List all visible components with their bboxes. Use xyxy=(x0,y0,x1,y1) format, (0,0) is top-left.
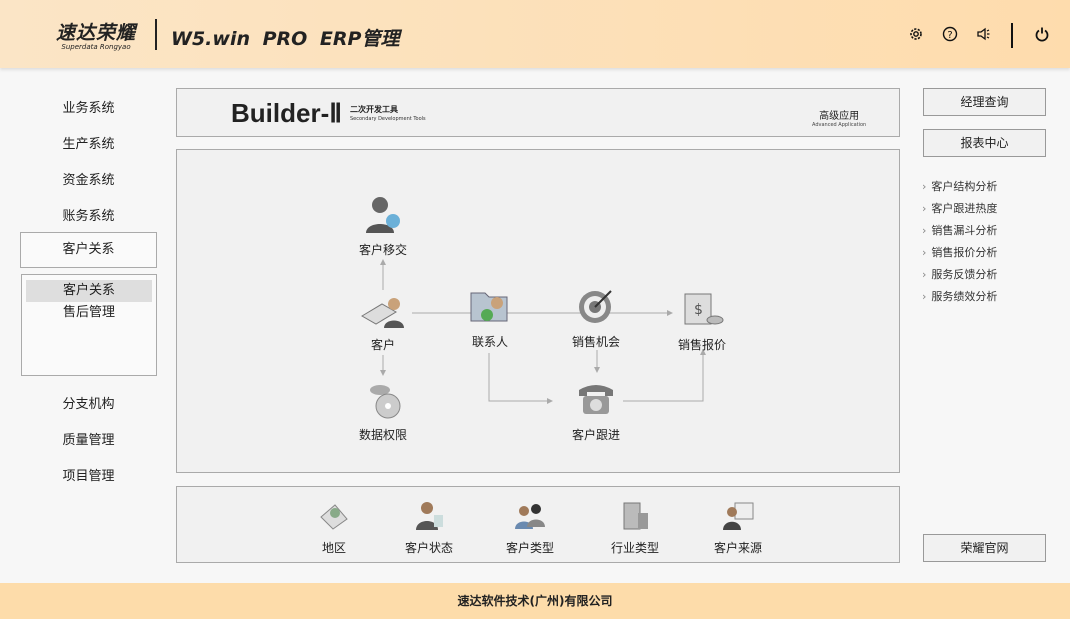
gear-icon[interactable] xyxy=(907,25,925,43)
item-region[interactable]: 地区 xyxy=(294,499,374,556)
link-sales-funnel[interactable]: › 销售漏斗分析 xyxy=(922,222,997,238)
power-icon[interactable] xyxy=(1033,25,1051,43)
chevron-right-icon: › xyxy=(922,290,927,303)
official-site-button[interactable]: 荣耀官网 xyxy=(923,534,1046,562)
node-contact[interactable]: 联系人 xyxy=(445,285,535,350)
link-label: 服务绩效分析 xyxy=(931,290,998,303)
person-icon xyxy=(416,502,443,530)
divider xyxy=(1011,23,1013,48)
logo-en: Superdata Rongyao xyxy=(61,43,131,51)
item-label: 客户类型 xyxy=(505,541,554,555)
speaker-icon[interactable] xyxy=(975,25,993,43)
nav-crm[interactable]: 客户关系 xyxy=(20,232,157,268)
data-disc-icon xyxy=(370,385,401,419)
banner-subtitle-cn: 二次开发工具 xyxy=(350,105,398,114)
svg-text:$: $ xyxy=(694,302,703,318)
link-label: 销售报价分析 xyxy=(931,246,998,259)
chevron-right-icon: › xyxy=(922,180,927,193)
help-icon[interactable]: ? xyxy=(941,25,959,43)
node-opportunity[interactable]: 销售机会 xyxy=(551,285,641,350)
advanced-cn: 高级应用 xyxy=(819,111,860,122)
svg-text:?: ? xyxy=(947,30,952,41)
chevron-right-icon: › xyxy=(922,202,927,215)
banner-title: Builder-Ⅱ xyxy=(231,98,343,128)
building-icon xyxy=(623,502,648,530)
contact-folder-icon xyxy=(470,292,508,322)
person-transfer-icon xyxy=(366,197,400,233)
node-data-permission[interactable]: 数据权限 xyxy=(338,378,428,443)
link-service-performance[interactable]: › 服务绩效分析 xyxy=(922,288,997,304)
link-label: 销售漏斗分析 xyxy=(931,224,998,237)
people-icon xyxy=(515,504,545,529)
node-customer-transfer[interactable]: 客户移交 xyxy=(338,193,428,258)
nav-branch[interactable]: 分支机构 xyxy=(62,397,115,412)
item-label: 客户来源 xyxy=(713,541,762,555)
item-industry-type[interactable]: 行业类型 xyxy=(595,499,675,556)
customer-icon xyxy=(361,298,404,328)
link-sales-quote[interactable]: › 销售报价分析 xyxy=(922,244,997,260)
node-quote[interactable]: $ 销售报价 xyxy=(657,288,747,353)
link-label: 客户结构分析 xyxy=(931,180,998,193)
node-label: 客户移交 xyxy=(358,243,407,257)
builder-banner[interactable]: Builder-Ⅱ 二次开发工具 Secondary Development T… xyxy=(176,88,900,137)
link-label: 服务反馈分析 xyxy=(931,268,998,281)
manager-query-button[interactable]: 经理查询 xyxy=(923,88,1046,116)
report-center-button[interactable]: 报表中心 xyxy=(923,129,1046,157)
telephone-icon xyxy=(579,385,613,414)
node-label: 客户跟进 xyxy=(571,428,620,442)
nav-project[interactable]: 项目管理 xyxy=(62,469,115,484)
link-service-feedback[interactable]: › 服务反馈分析 xyxy=(922,266,997,282)
target-icon xyxy=(579,290,612,323)
presenter-icon xyxy=(723,502,754,530)
app-title: W5.win PRO ERP管理 xyxy=(171,28,400,50)
node-label: 客户 xyxy=(370,338,395,352)
money-icon: $ xyxy=(684,293,724,325)
flow-connectors xyxy=(380,259,706,404)
node-label: 联系人 xyxy=(471,335,508,349)
item-label: 地区 xyxy=(321,541,346,555)
node-followup[interactable]: 客户跟进 xyxy=(551,378,641,443)
nav-accounting[interactable]: 账务系统 xyxy=(62,209,115,224)
node-customer[interactable]: 客户 xyxy=(338,288,428,353)
link-followup-heat[interactable]: › 客户跟进热度 xyxy=(922,200,997,216)
item-label: 客户状态 xyxy=(404,541,453,555)
nav-production[interactable]: 生产系统 xyxy=(62,137,115,152)
nav-finance[interactable]: 资金系统 xyxy=(62,173,115,188)
header: 速达荣耀 Superdata Rongyao W5.win PRO ERP管理 … xyxy=(0,0,1070,68)
banner-subtitle-en: Secondary Development Tools xyxy=(350,116,426,122)
region-icon xyxy=(320,504,348,530)
node-label: 数据权限 xyxy=(358,428,407,442)
node-label: 销售机会 xyxy=(571,335,620,349)
item-customer-status[interactable]: 客户状态 xyxy=(389,499,469,556)
chevron-right-icon: › xyxy=(922,224,927,237)
submenu: 客户关系 售后管理 xyxy=(21,274,157,376)
logo: 速达荣耀 Superdata Rongyao xyxy=(56,18,136,51)
link-label: 客户跟进热度 xyxy=(931,202,998,215)
submenu-aftersales[interactable]: 售后管理 xyxy=(62,305,115,320)
chevron-right-icon: › xyxy=(922,246,927,259)
advanced-en: Advanced Application xyxy=(812,122,867,128)
item-label: 行业类型 xyxy=(610,541,659,555)
node-label: 销售报价 xyxy=(677,338,726,352)
footer: 速达软件技术(广州)有限公司 xyxy=(0,583,1070,619)
submenu-crm[interactable]: 客户关系 xyxy=(26,280,152,302)
basic-data-panel: 地区 客户状态 客户类型 行业类型 客户来源 xyxy=(176,486,900,563)
logo-cn: 速达荣耀 xyxy=(56,22,137,44)
advanced-application[interactable]: 高级应用 Advanced Application xyxy=(812,107,866,128)
item-customer-type[interactable]: 客户类型 xyxy=(490,499,570,556)
nav-quality[interactable]: 质量管理 xyxy=(62,433,115,448)
crm-flow-diagram: 客户移交 客户 联系人 销售机会 $ 销售报价 数据权限 客户跟进 xyxy=(176,149,900,473)
item-customer-source[interactable]: 客户来源 xyxy=(698,499,778,556)
chevron-right-icon: › xyxy=(922,268,927,281)
nav-business[interactable]: 业务系统 xyxy=(62,101,115,116)
link-customer-structure[interactable]: › 客户结构分析 xyxy=(922,178,997,194)
divider xyxy=(155,19,157,50)
